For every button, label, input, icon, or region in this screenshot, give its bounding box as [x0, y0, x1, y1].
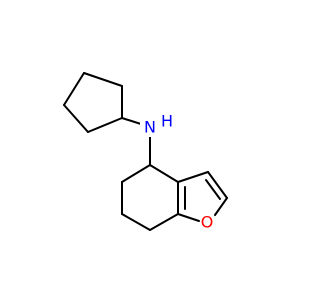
- bond-c4-c5: [121, 164, 151, 183]
- amine-linker: [121, 117, 151, 166]
- tetrahydro-ring: [121, 164, 179, 231]
- bond-cp2-cp3: [63, 72, 85, 106]
- cyclopentyl-ring: [63, 72, 123, 133]
- bond-c4-c3a: [149, 164, 179, 183]
- bond-cp3-cp4: [63, 104, 89, 133]
- bond-o-c7a: [177, 213, 200, 222]
- bond-c6-c7: [121, 213, 151, 231]
- bond-c3-c2: [207, 171, 228, 199]
- bond-c7-c7a: [149, 213, 179, 231]
- nitrogen-atom: N H: [140, 112, 173, 137]
- nitrogen-hydrogen: H: [161, 112, 173, 131]
- molecule-structure: N H O: [63, 72, 228, 232]
- oxygen-symbol: O: [201, 213, 214, 232]
- bond-c2-o: [214, 197, 228, 216]
- bond-cp1-cp2: [83, 72, 123, 87]
- oxygen-atom: O: [201, 213, 214, 232]
- bond-cp1-n: [121, 117, 142, 125]
- nitrogen-symbol: N: [144, 118, 156, 137]
- furan-ring: [177, 171, 228, 222]
- bond-c3-c2-inner: [205, 179, 221, 200]
- bond-cp4-cp5: [87, 117, 123, 133]
- bond-c3a-c3: [177, 171, 209, 183]
